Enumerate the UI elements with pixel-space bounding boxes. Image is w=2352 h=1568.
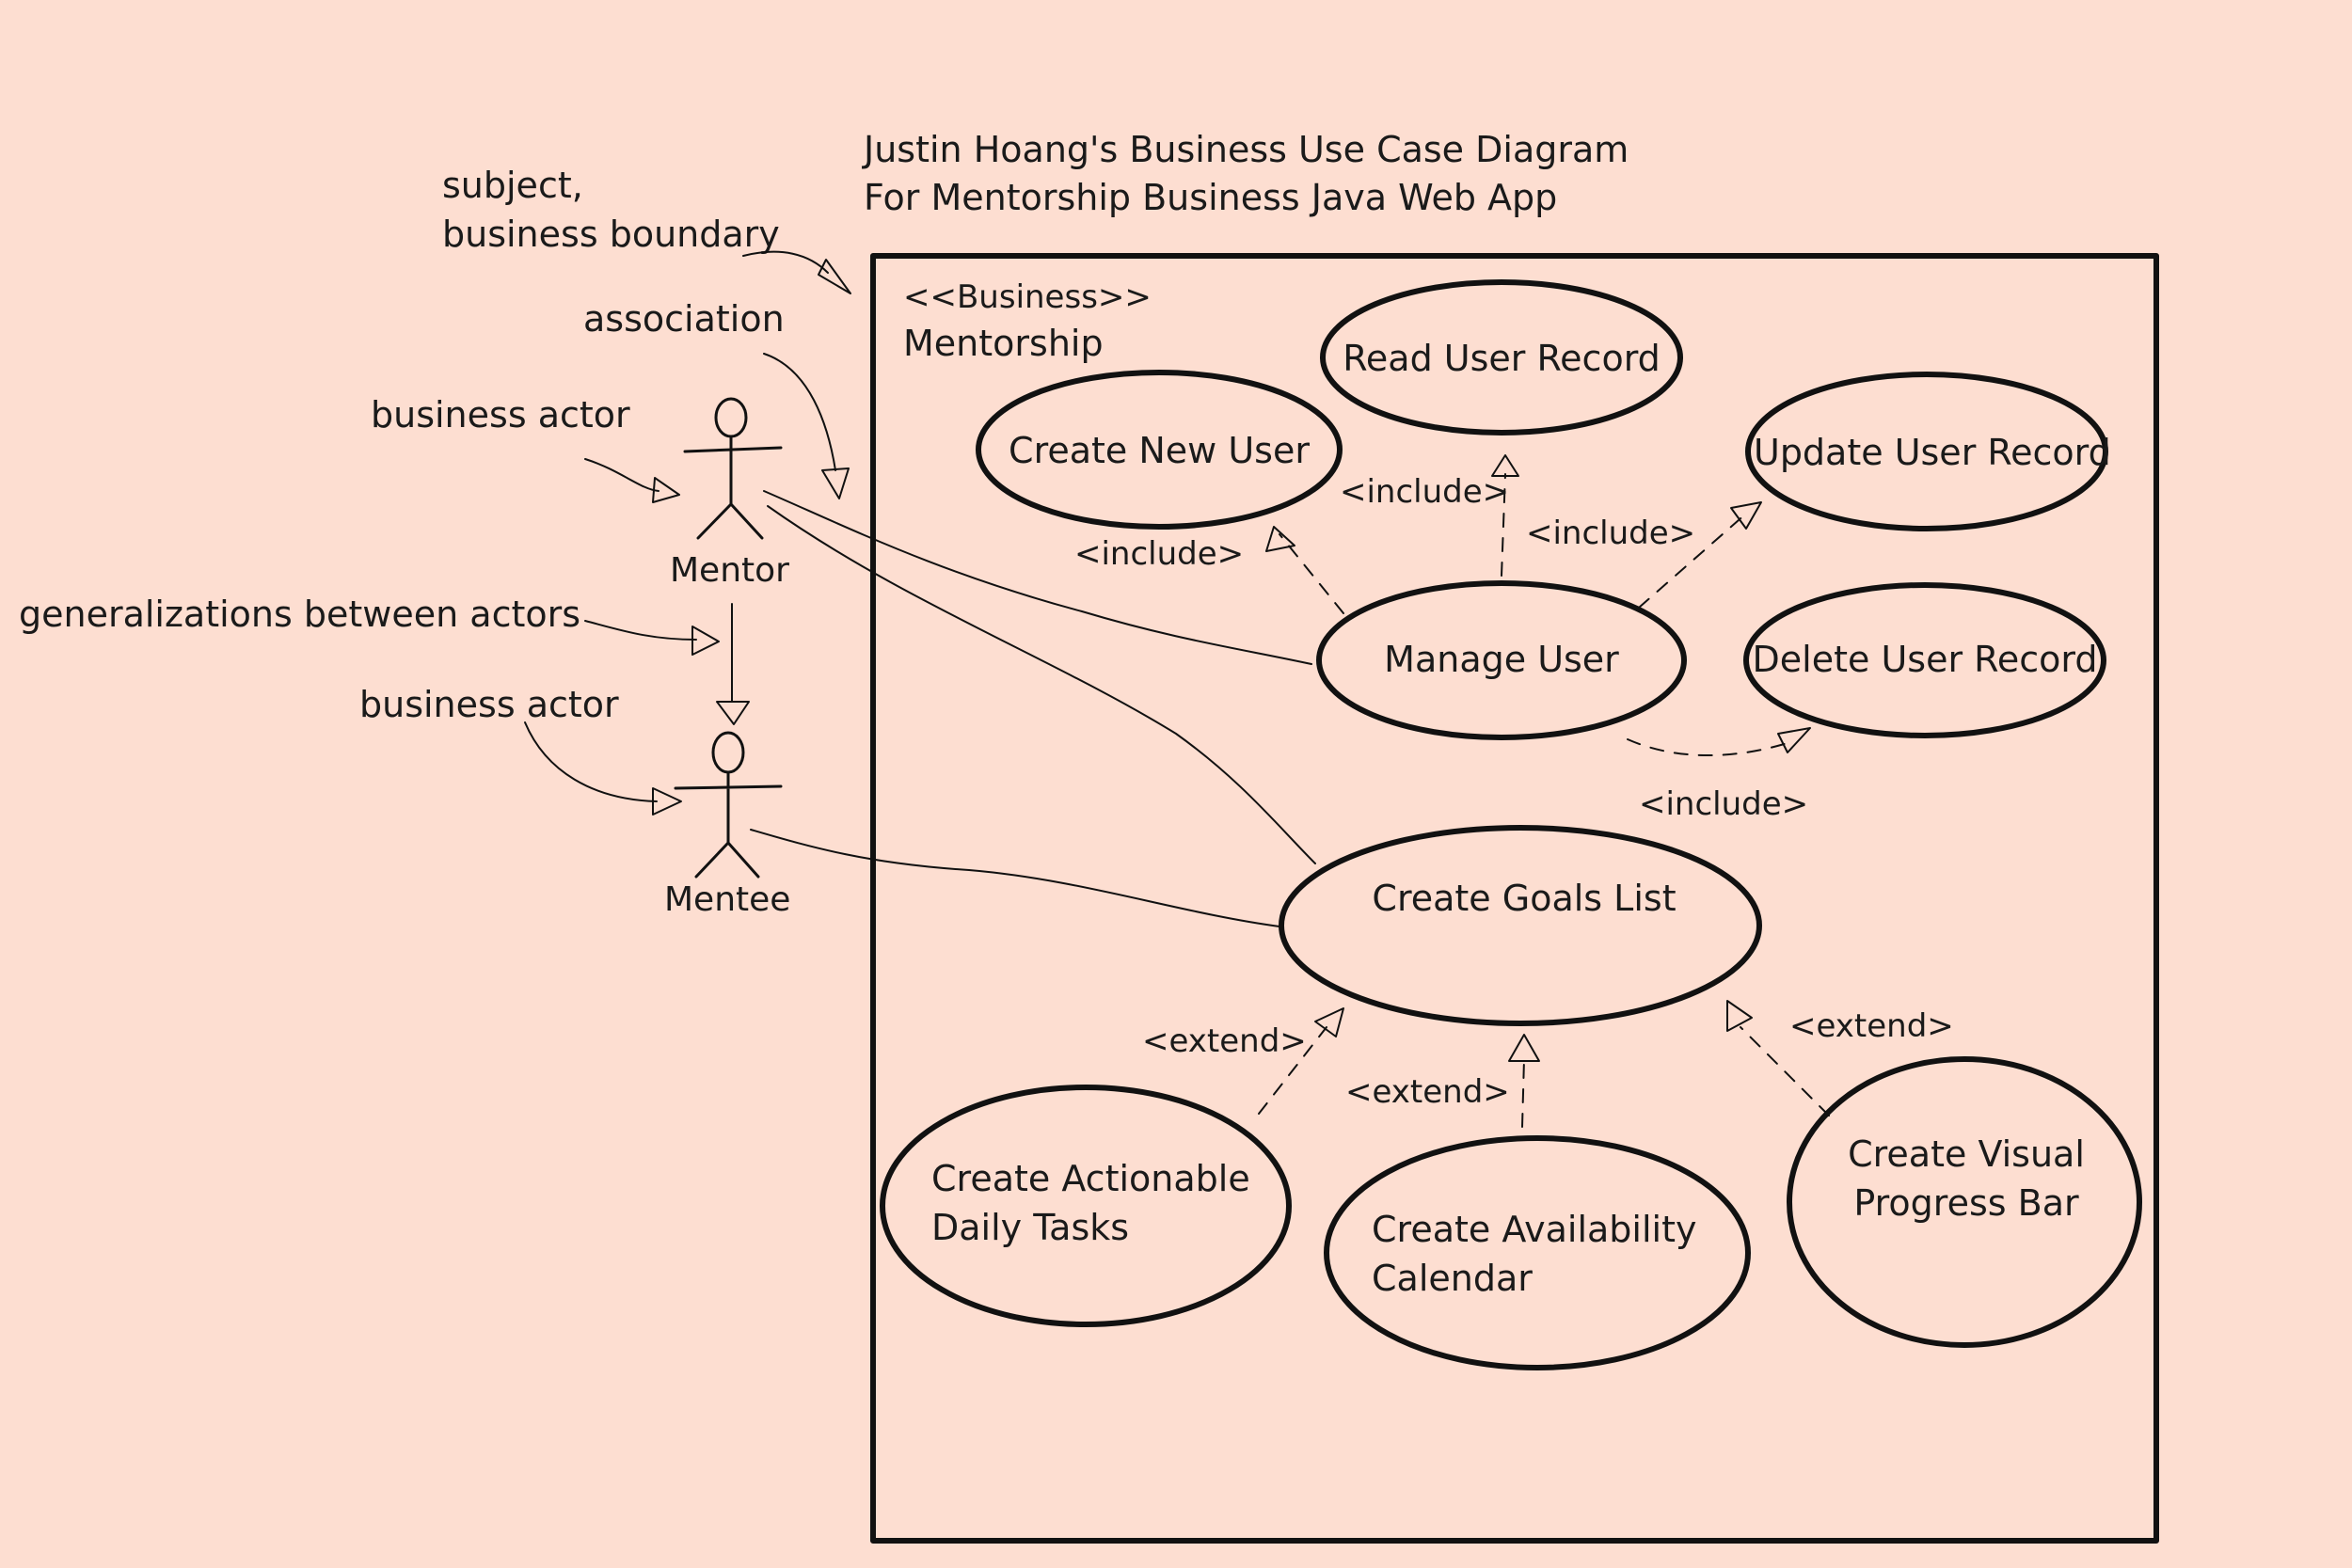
mentor-head-icon (714, 397, 748, 438)
use-case-create-new-user-ellipse (976, 370, 1343, 530)
actor-mentee: Mentee (664, 731, 790, 919)
use-case-manage-user-ellipse (1316, 580, 1687, 740)
annotation-generalization-pointer (584, 620, 697, 641)
actor-mentor-name: Mentor (670, 551, 789, 590)
use-case-delete-user-record: Delete User Record (1743, 582, 2106, 738)
annotation-association-pointer (763, 353, 836, 471)
generalization-mentor-mentee (716, 603, 750, 725)
include-arrowhead-delete-user-record (1777, 727, 1811, 753)
mentor-body-icon (683, 435, 783, 540)
boundary-rectangle (870, 253, 2159, 1544)
boundary-name: Mentorship (903, 323, 1104, 364)
use-case-create-availability-calendar-ellipse (1324, 1135, 1751, 1370)
use-case-create-availability-calendar: Create Availability Calendar (1324, 1135, 1751, 1370)
annotation-subject-line1: subject, (442, 165, 583, 206)
label-include-update-user-record: <include> (1526, 515, 1695, 552)
use-case-progress-bar-label-line2: Progress Bar (1853, 1182, 2079, 1224)
use-case-read-user-record-ellipse (1320, 279, 1683, 436)
use-case-progress-bar-label-line1: Create Visual (1848, 1133, 2085, 1175)
include-arrowhead-read-user-record (1491, 454, 1519, 477)
use-case-create-goals-list: Create Goals List (1279, 825, 1762, 1026)
extend-line-availability-calendar (1521, 1058, 1525, 1128)
label-include-delete-user-record: <include> (1639, 785, 1808, 823)
actor-mentor: Mentor (670, 397, 789, 590)
annotation-subject-line2: business boundary (442, 214, 780, 255)
include-line-update-user-record (1638, 513, 1747, 609)
annotation-association: association (583, 298, 785, 340)
use-case-read-user-record-label: Read User Record (1343, 338, 1661, 379)
use-case-create-goals-list-label: Create Goals List (1372, 878, 1676, 919)
use-case-availability-calendar-label-line1: Create Availability (1372, 1209, 1696, 1250)
include-arrowhead-update-user-record (1730, 501, 1762, 530)
use-case-create-visual-progress-bar-ellipse (1787, 1056, 2142, 1348)
annotation-business-actor-bottom: business actor (359, 684, 619, 725)
use-case-update-user-record: Update User Record (1745, 372, 2111, 531)
include-line-create-new-user (1279, 533, 1344, 614)
annotation-subject-pointer (742, 250, 829, 274)
use-case-delete-user-record-label: Delete User Record (1753, 639, 2098, 680)
mentee-body-icon (674, 770, 783, 879)
use-case-read-user-record: Read User Record (1320, 279, 1683, 436)
mentee-head-icon (711, 731, 745, 774)
diagram-title-line2: For Mentorship Business Java Web App (864, 177, 1557, 218)
annotation-actor-top-arrowhead (652, 477, 680, 503)
annotation-association-arrowhead (821, 467, 850, 499)
diagram-title-line1: Justin Hoang's Business Use Case Diagram (862, 129, 1629, 170)
extend-line-progress-bar (1740, 1026, 1830, 1117)
annotation-business-actor-top: business actor (371, 394, 630, 436)
system-boundary: <<Business>> Mentorship (870, 253, 2159, 1544)
extend-line-daily-tasks (1258, 1026, 1327, 1115)
use-case-create-new-user: Create New User (976, 370, 1343, 530)
use-case-daily-tasks-label-line1: Create Actionable (931, 1158, 1250, 1199)
include-arrowhead-create-new-user (1265, 526, 1295, 552)
annotations: subject, business boundary association b… (19, 165, 851, 816)
label-include-create-new-user: <include> (1074, 535, 1244, 573)
boundary-stereotype: <<Business>> (903, 278, 1152, 316)
relationship-labels: <include> <include> <include> <include> … (1074, 473, 1954, 1111)
actor-mentee-name: Mentee (664, 880, 790, 919)
use-case-create-new-user-label: Create New User (1009, 430, 1310, 471)
annotation-generalization-arrowhead (691, 626, 720, 656)
use-case-delete-user-record-ellipse (1743, 582, 2106, 738)
relationships (1258, 454, 1830, 1128)
label-extend-progress-bar: <extend> (1789, 1007, 1954, 1045)
annotation-subject-arrowhead (818, 259, 851, 294)
include-line-delete-user-record (1627, 738, 1788, 756)
annotation-actor-top-pointer (584, 458, 660, 492)
use-case-create-visual-progress-bar: Create Visual Progress Bar (1787, 1056, 2142, 1348)
associations (750, 490, 1316, 927)
annotation-actor-bottom-arrowhead (652, 787, 682, 816)
use-case-create-actionable-daily-tasks: Create Actionable Daily Tasks (880, 1085, 1292, 1327)
annotation-actor-bottom-pointer (524, 721, 658, 802)
use-case-create-actionable-daily-tasks-ellipse (880, 1085, 1292, 1327)
association-mentee-goals-list (750, 829, 1280, 927)
label-include-read-user-record: <include> (1340, 473, 1509, 511)
extend-arrowhead-daily-tasks (1314, 1007, 1344, 1037)
use-case-update-user-record-label: Update User Record (1754, 432, 2111, 473)
label-extend-availability-calendar: <extend> (1345, 1073, 1510, 1111)
use-case-create-goals-list-ellipse (1279, 825, 1762, 1026)
association-mentor-goals-list (767, 505, 1316, 864)
extend-arrowhead-progress-bar (1726, 1000, 1753, 1032)
use-cases: Read User Record Create New User Update … (880, 279, 2142, 1370)
include-line-read-user-record (1501, 473, 1506, 577)
association-mentor-manage-user (763, 490, 1312, 665)
use-case-availability-calendar-label-line2: Calendar (1372, 1258, 1533, 1299)
use-case-manage-user: Manage User (1316, 580, 1687, 740)
use-case-daily-tasks-label-line2: Daily Tasks (931, 1207, 1129, 1248)
label-extend-daily-tasks: <extend> (1142, 1022, 1307, 1060)
extend-arrowhead-availability-calendar (1508, 1034, 1540, 1062)
use-case-update-user-record-ellipse (1745, 372, 2108, 531)
use-case-manage-user-label: Manage User (1384, 639, 1619, 680)
annotation-generalizations: generalizations between actors (19, 594, 580, 635)
generalization-triangle-icon (716, 701, 750, 725)
